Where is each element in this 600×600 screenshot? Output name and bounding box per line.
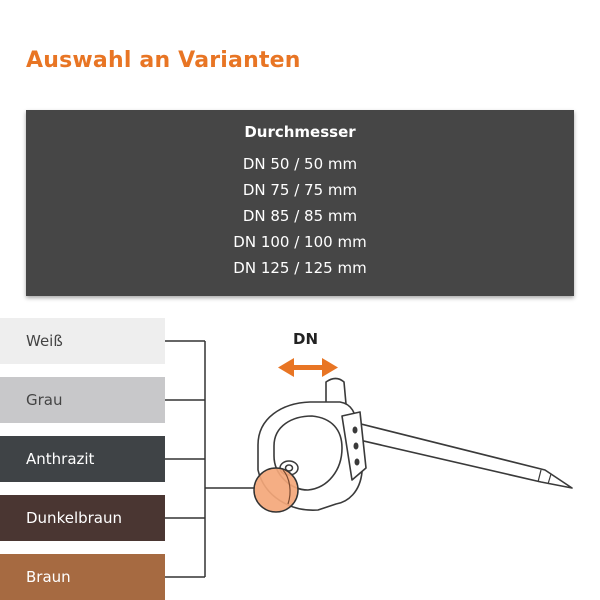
diameter-panel: Durchmesser DN 50 / 50 mm DN 75 / 75 mm …: [26, 110, 574, 296]
color-swatch-braun: Braun: [0, 554, 165, 600]
diameter-option: DN 75 / 75 mm: [242, 181, 358, 199]
color-swatch-dunkelbraun: Dunkelbraun: [0, 495, 165, 541]
diameter-heading: Durchmesser: [244, 123, 356, 141]
page-title: Auswahl an Varianten: [26, 48, 301, 73]
color-swatch-grau: Grau: [0, 377, 165, 423]
diameter-option: DN 50 / 50 mm: [242, 155, 358, 173]
flange-holes: [352, 426, 360, 466]
color-swatch-anthrazit: Anthrazit: [0, 436, 165, 482]
highlight-marker: [253, 467, 299, 513]
diameter-list: DN 50 / 50 mm DN 75 / 75 mm DN 85 / 85 m…: [26, 151, 574, 281]
diameter-option: DN 100 / 100 mm: [233, 233, 367, 251]
dimension-label: DN: [293, 330, 319, 348]
color-swatch-weiss: Weiß: [0, 318, 165, 364]
diameter-option: DN 125 / 125 mm: [233, 259, 367, 277]
diameter-option: DN 85 / 85 mm: [242, 207, 358, 225]
dimension-arrow-icon: [278, 358, 338, 377]
